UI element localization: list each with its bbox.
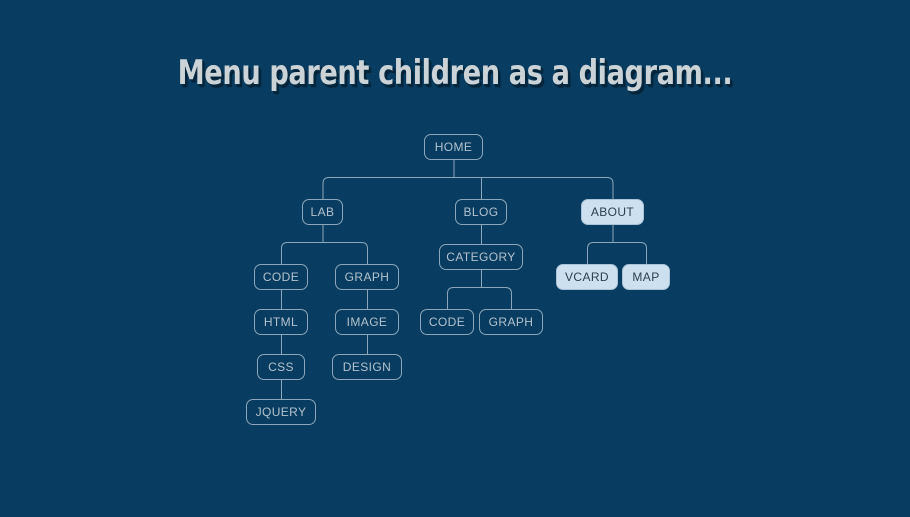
tree-node-label: BLOG <box>463 205 499 219</box>
tree-node-lab[interactable]: LAB <box>302 199 343 225</box>
tree-node-home[interactable]: HOME <box>424 134 483 160</box>
tree-node-category[interactable]: CATEGORY <box>439 244 523 270</box>
tree-node-label: HOME <box>434 140 473 154</box>
page-title: Menu parent children as a diagram... <box>177 53 733 93</box>
tree-node-label: LAB <box>310 205 335 219</box>
tree-node-label: JQUERY <box>255 405 307 419</box>
tree-node-label: IMAGE <box>346 315 388 329</box>
tree-node-label: ABOUT <box>590 205 635 219</box>
tree-node-label: CSS <box>268 360 294 374</box>
tree-node-cat-graph[interactable]: GRAPH <box>479 309 543 335</box>
tree-node-css[interactable]: CSS <box>257 354 305 380</box>
tree-node-map[interactable]: MAP <box>622 264 670 290</box>
tree-node-lab-graph[interactable]: GRAPH <box>335 264 399 290</box>
tree-node-about[interactable]: ABOUT <box>581 199 644 225</box>
tree-node-cat-code[interactable]: CODE <box>420 309 474 335</box>
tree-node-vcard[interactable]: VCARD <box>556 264 618 290</box>
tree-node-label: GRAPH <box>488 315 534 329</box>
tree-node-label: HTML <box>263 315 299 329</box>
tree-node-label: MAP <box>632 270 660 284</box>
tree-node-image[interactable]: IMAGE <box>335 309 399 335</box>
tree-node-label: CODE <box>428 315 466 329</box>
tree-node-label: GRAPH <box>344 270 390 284</box>
tree-node-html[interactable]: HTML <box>254 309 308 335</box>
tree-node-blog[interactable]: BLOG <box>455 199 507 225</box>
tree-node-label: DESIGN <box>342 360 392 374</box>
tree-node-label: CATEGORY <box>446 250 516 264</box>
tree-node-design[interactable]: DESIGN <box>332 354 402 380</box>
tree-node-lab-code[interactable]: CODE <box>254 264 308 290</box>
tree-node-label: CODE <box>262 270 300 284</box>
tree-node-label: VCARD <box>564 270 609 284</box>
tree-node-jquery[interactable]: JQUERY <box>246 399 316 425</box>
